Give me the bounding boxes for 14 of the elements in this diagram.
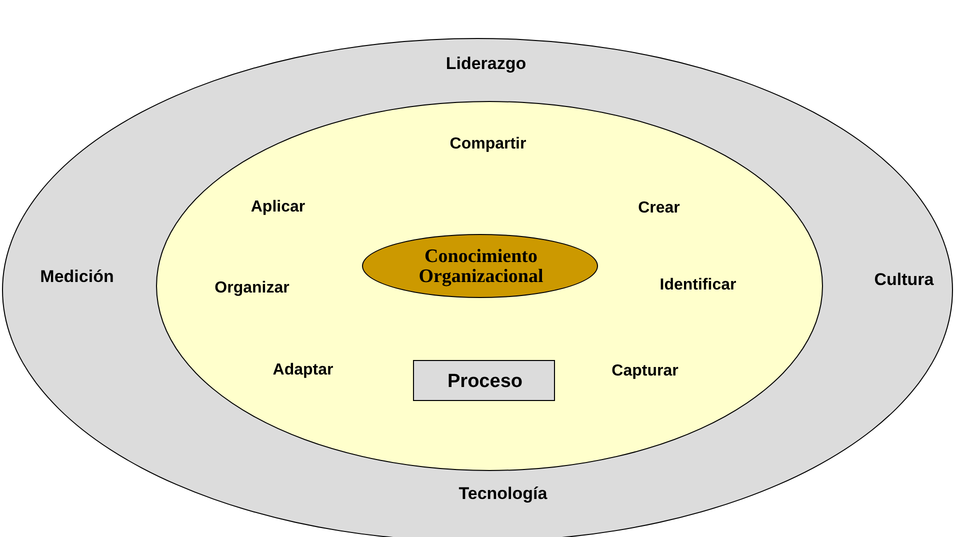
label-text: Compartir bbox=[450, 136, 526, 154]
label-text: Proceso bbox=[448, 372, 522, 392]
label-text: Identificar bbox=[660, 278, 736, 294]
label-text: Liderazgo bbox=[446, 55, 526, 73]
label-text: Crear bbox=[638, 200, 680, 218]
label-text: Adaptar bbox=[272, 362, 334, 380]
label-text: Tecnología bbox=[458, 485, 548, 503]
label-text: Organizar bbox=[214, 280, 290, 298]
label-text: Medición bbox=[40, 268, 114, 286]
process-box bbox=[413, 360, 555, 401]
label-text: Conocimiento Organizacional bbox=[418, 247, 544, 287]
label-text: Cultura bbox=[874, 271, 934, 289]
label-text: Aplicar bbox=[250, 200, 306, 216]
label-text: Capturar bbox=[612, 364, 678, 380]
